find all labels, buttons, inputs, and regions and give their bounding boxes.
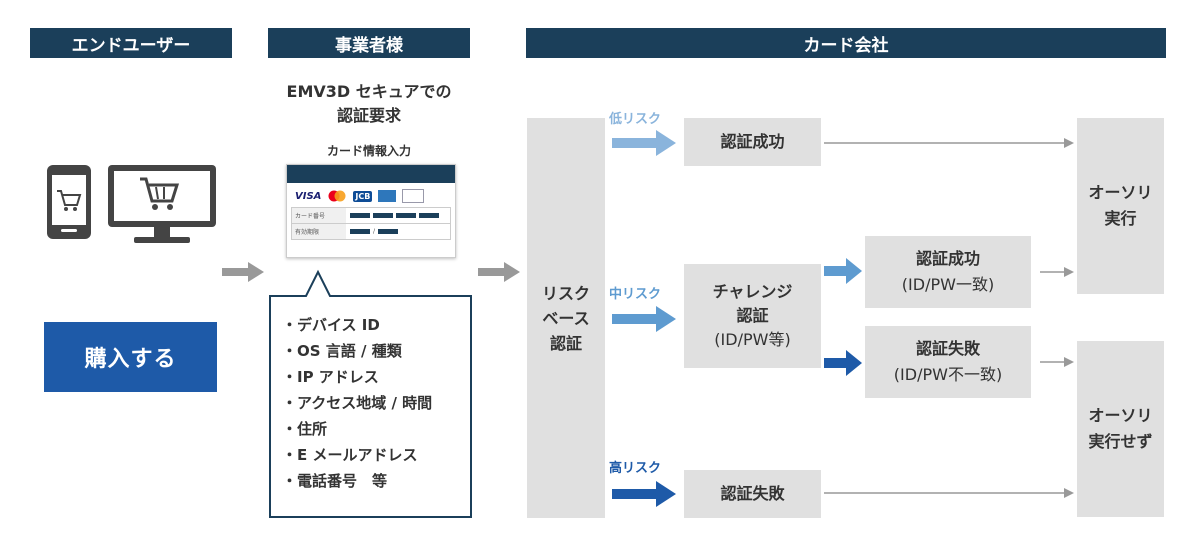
risk-based-line3: 認証 [549, 333, 582, 353]
low-risk-result-box: 認証成功 [684, 118, 821, 166]
visa-logo: VISA [295, 190, 322, 202]
list-item: ・デバイス ID [282, 316, 380, 334]
merchant-title: EMV3D セキュアでの 認証要求 [268, 80, 470, 128]
card-number-label: カード番号 [292, 208, 346, 223]
low-risk-arrow-icon [612, 130, 676, 156]
jcb-logo: JCB [353, 190, 373, 202]
header-merchant: 事業者様 [268, 28, 470, 58]
list-item: ・E メールアドレス [282, 446, 418, 464]
challenge-success-box: 認証成功 (ID/PW一致) [865, 236, 1031, 308]
auth-execute-line1: オーソリ [1088, 183, 1153, 202]
risk-based-auth-box: リスク ベース 認証 [527, 118, 605, 518]
expiry-separator: / [373, 228, 376, 235]
auth-no-execute-line2: 実行せず [1088, 432, 1153, 451]
list-item: ・OS 言語 / 種類 [282, 342, 402, 360]
challenge-fail-box: 認証失敗 (ID/PW不一致) [865, 326, 1031, 398]
mid-risk-label: 中リスク [609, 287, 662, 302]
list-item: ・電話番号 等 [282, 472, 388, 490]
high-risk-result-box: 認証失敗 [684, 470, 821, 518]
list-item: ・アクセス地域 / 時間 [282, 394, 433, 412]
monitor-cart-icon [108, 165, 216, 243]
card-form: VISA JCB カード番号 有効期限 / [286, 164, 456, 258]
phone-cart-icon [47, 165, 91, 239]
arrow-right-icon [478, 262, 520, 282]
auth-execute-line2: 実行 [1104, 209, 1137, 228]
challenge-fail-line2: (ID/PW不一致) [893, 365, 1003, 384]
auth-no-execute-line1: オーソリ [1088, 406, 1153, 425]
header-card-company: カード会社 [526, 28, 1166, 58]
high-risk-arrow-icon [612, 481, 676, 507]
buy-button[interactable]: 購入する [44, 322, 217, 392]
high-risk-label: 高リスク [609, 461, 662, 476]
mid-risk-arrow-icon [612, 306, 676, 332]
mastercard-icon [328, 190, 346, 202]
auth-execute-box: オーソリ 実行 [1077, 118, 1164, 294]
low-risk-label: 低リスク [609, 112, 662, 127]
challenge-auth-box: チャレンジ 認証 (ID/PW等) [684, 264, 821, 368]
expiry-label: 有効期限 [292, 224, 346, 239]
list-item: ・住所 [282, 420, 328, 438]
challenge-success-line2: (ID/PW一致) [901, 275, 995, 294]
card-form-title: カード情報入力 [326, 144, 411, 158]
challenge-line1: チャレンジ [712, 282, 793, 301]
challenge-line3: (ID/PW等) [714, 330, 791, 349]
arrow-right-icon [222, 262, 264, 282]
diners-icon [402, 189, 425, 203]
success-branch-arrow-icon [824, 258, 862, 284]
risk-based-line1: リスク [541, 283, 590, 303]
data-items-list: ・デバイス ID ・OS 言語 / 種類 ・IP アドレス ・アクセス地域 / … [282, 312, 462, 494]
fail-branch-arrow-icon [824, 350, 862, 376]
challenge-success-line1: 認証成功 [915, 249, 980, 268]
challenge-fail-line1: 認証失敗 [915, 339, 980, 358]
header-end-user: エンドユーザー [30, 28, 232, 58]
auth-no-execute-box: オーソリ 実行せず [1077, 341, 1164, 517]
amex-icon [378, 190, 397, 202]
merchant-title-line2: 認証要求 [336, 106, 401, 125]
risk-based-line2: ベース [542, 308, 590, 328]
merchant-title-line1: EMV3D セキュアでの [286, 82, 452, 101]
card-number-field [346, 208, 443, 223]
list-item: ・IP アドレス [282, 368, 379, 386]
data-bubble-frame [269, 269, 472, 518]
expiry-field: / [346, 224, 402, 239]
challenge-line2: 認証 [736, 306, 769, 325]
